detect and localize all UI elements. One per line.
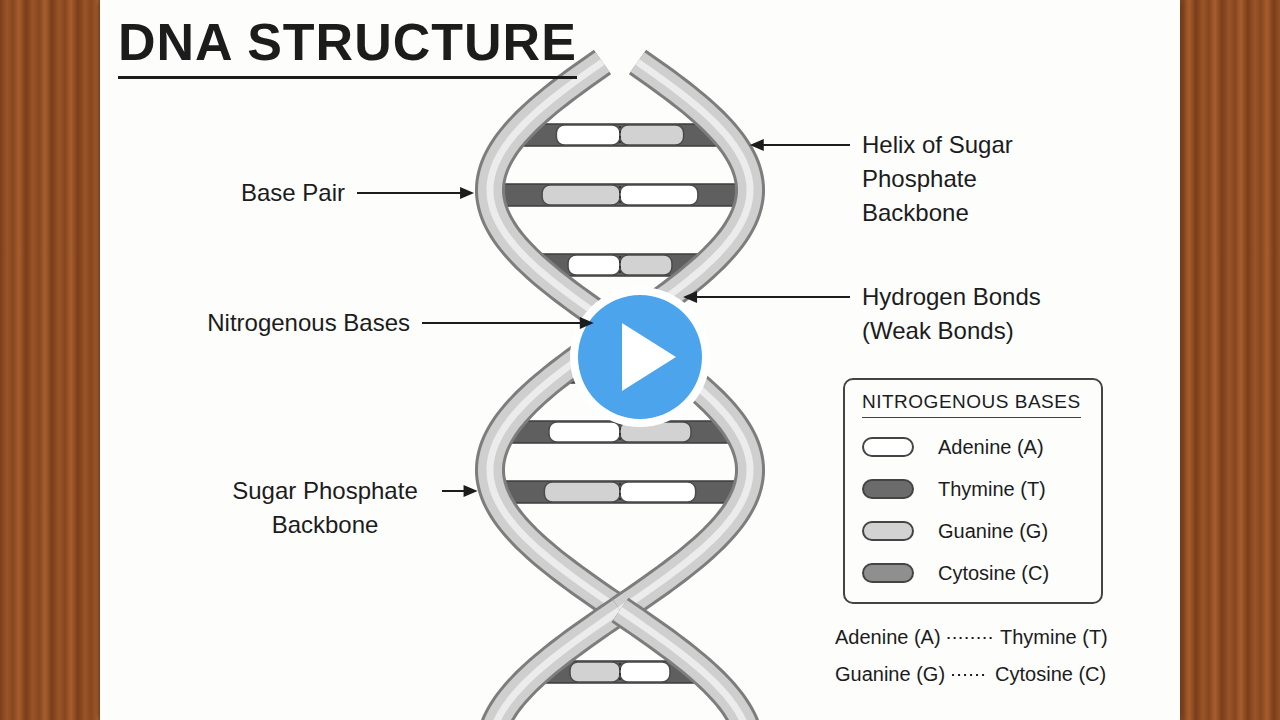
arrow-head [750, 139, 764, 151]
legend-label: Adenine (A) [938, 434, 1044, 460]
leader-line [357, 192, 462, 194]
pairing-label: Cytosine (C) [995, 661, 1106, 687]
backbone-highlight [493, 610, 620, 720]
callout-label: Base Pair [241, 176, 345, 210]
leader-line [695, 296, 850, 298]
callout-label: Nitrogenous Bases [207, 306, 410, 340]
leader-line [442, 490, 466, 492]
base-capsule [549, 422, 620, 442]
legend-swatch [862, 521, 914, 541]
play-triangle [622, 323, 676, 391]
leader-line [762, 144, 850, 146]
pairing-label: Guanine (G) [835, 661, 945, 687]
sugar-phosphate-backbone [490, 62, 620, 330]
pairing-dots [948, 637, 993, 639]
base-capsule [620, 255, 672, 275]
arrow-head [460, 187, 474, 199]
legend-label: Cytosine (C) [938, 560, 1049, 586]
callout-label: Sugar Phosphate Backbone [220, 474, 430, 542]
base-capsule [568, 255, 620, 275]
legend-label: Guanine (G) [938, 518, 1048, 544]
hydrogen-bond [619, 126, 621, 144]
hydrogen-bond [619, 423, 621, 441]
sugar-phosphate-backbone [620, 610, 747, 720]
leader-line [422, 322, 582, 324]
callout-label: Hydrogen Bonds (Weak Bonds) [862, 280, 1062, 348]
backbone-edge [493, 610, 620, 720]
base-capsule [620, 185, 698, 205]
legend-label: Thymine (T) [938, 476, 1046, 502]
diagram-title: DNA STRUCTURE [118, 12, 577, 79]
base-capsule [620, 662, 670, 682]
callout-label: Helix of Sugar Phosphate Backbone [862, 128, 1062, 230]
base-capsule [570, 662, 620, 682]
legend-swatch [862, 479, 914, 499]
base-capsule [620, 125, 684, 145]
arrow-head [683, 291, 697, 303]
legend-rule [862, 417, 1081, 418]
hydrogen-bond [619, 483, 621, 501]
pairing-dots [952, 674, 988, 676]
pairing-label: Adenine (A) [835, 624, 941, 650]
pairing-label: Thymine (T) [1000, 624, 1108, 650]
base-capsule [620, 482, 696, 502]
hydrogen-bond [619, 663, 621, 681]
play-button [578, 295, 702, 419]
base-capsule [544, 482, 620, 502]
hydrogen-bond [619, 186, 621, 204]
arrow-head [580, 317, 594, 329]
legend-swatch [862, 563, 914, 583]
base-pair-bar [502, 421, 739, 443]
backbone-edge [620, 610, 747, 720]
legend-heading: NITROGENOUS BASES [862, 390, 1081, 414]
backbone-highlight [490, 62, 620, 330]
base-pair-bar [494, 481, 746, 503]
base-capsule [542, 185, 620, 205]
legend-swatch [862, 437, 914, 457]
base-pair-bar [490, 184, 750, 206]
play-ring [570, 287, 710, 427]
sugar-phosphate-backbone [493, 610, 620, 720]
base-pair-bar [514, 124, 726, 146]
hydrogen-bond [619, 256, 621, 274]
backbone-highlight [620, 610, 747, 720]
backbone-edge [490, 62, 620, 330]
arrow-head [464, 485, 478, 497]
base-capsule [556, 125, 620, 145]
